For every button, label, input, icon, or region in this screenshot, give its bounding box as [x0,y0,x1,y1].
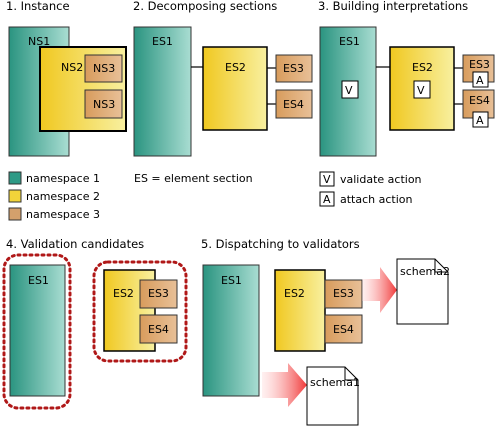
namespace2-swatch [8,189,22,203]
attach-action-box [472,71,489,88]
legend: namespace 1 namespace 2 namespace 3 ES =… [8,171,422,221]
ns1-label: NS1 [28,35,50,48]
dispatch-arrow-to-schema1 [262,363,307,407]
es4-label: ES4 [148,323,169,336]
es3-label: ES3 [148,287,169,300]
dispatch-arrow-to-schema2 [362,267,397,313]
ns3-box-bottom [84,89,123,119]
es4-label: ES4 [469,94,490,107]
es1-label: ES1 [221,274,242,287]
es3-label: ES3 [333,287,354,300]
validate-key: V [323,173,331,186]
es4-box [139,314,178,344]
es3-box [324,279,363,309]
ns3-label-top: NS3 [93,62,115,75]
attach-action-label: A [476,114,484,127]
validate-action-box [413,80,431,99]
es2-box [274,269,326,352]
attach-key-box [319,191,335,207]
es4-box [275,89,313,119]
es3-box [139,279,178,309]
namespace1-label: namespace 1 [26,172,100,185]
validate-action-label: V [345,84,353,97]
ns2-label: NS2 [61,61,83,74]
es4-label: ES4 [283,98,304,111]
es2-label: ES2 [284,287,305,300]
es2-box [202,46,268,131]
panel-title-dispatching: 5. Dispatching to validators [201,237,360,251]
namespace3-label: namespace 3 [26,208,100,221]
es3-box [275,54,313,83]
namespace1-swatch [8,171,22,185]
es2-label: ES2 [225,61,246,74]
es4-box [324,314,363,344]
es-definition: ES = element section [134,172,253,185]
panel-title-decomposing: 2. Decomposing sections [133,0,277,13]
candidate-outline-es1 [2,253,72,410]
es1-label: ES1 [339,35,360,48]
ns3-label-bottom: NS3 [93,98,115,111]
candidate-outline-es2 [92,260,188,363]
es1-box [202,264,260,397]
panel-title-instance: 1. Instance [6,0,70,13]
validate-action-legend: validate action [340,173,422,186]
panel-candidates: 4. Validation candidates ES1 ES2 ES3 ES4 [2,237,188,410]
attach-key: A [323,193,331,206]
schema2-label: schema2 [400,265,450,278]
es1-box [133,26,192,157]
es2-label: ES2 [412,61,433,74]
page-fold [344,367,358,381]
panel-title-building: 3. Building interpretations [318,0,468,13]
panel-building: 3. Building interpretations ES1 V ES2 V … [318,0,495,157]
namespace2-label: namespace 2 [26,190,100,203]
es3-label: ES3 [283,62,304,75]
es2-label: ES2 [113,287,134,300]
panel-title-candidates: 4. Validation candidates [6,237,144,251]
es1-box [9,264,66,397]
panel-dispatching: 5. Dispatching to validators ES1 ES2 ES3… [201,237,450,426]
schema1-label: schema1 [310,376,360,389]
attach-action-label: A [476,74,484,87]
schema2-document-icon [396,258,449,325]
schema1-document-icon [306,366,359,426]
es3-label: ES3 [469,58,490,71]
page-fold [434,259,448,273]
attach-action-box [472,111,489,128]
namespace3-swatch [8,207,22,221]
validate-action-label: V [417,84,425,97]
es4-label: ES4 [333,323,354,336]
es1-label: ES1 [28,274,49,287]
es1-label: ES1 [152,35,173,48]
panel-instance: 1. Instance NS1 NS2 NS3 NS3 [6,0,127,157]
attach-action-legend: attach action [340,193,413,206]
validate-action-box [341,80,359,99]
panel-decomposing: 2. Decomposing sections ES1 ES2 ES3 ES4 [133,0,313,157]
validate-key-box [319,171,335,187]
ns3-box-top [84,54,123,83]
